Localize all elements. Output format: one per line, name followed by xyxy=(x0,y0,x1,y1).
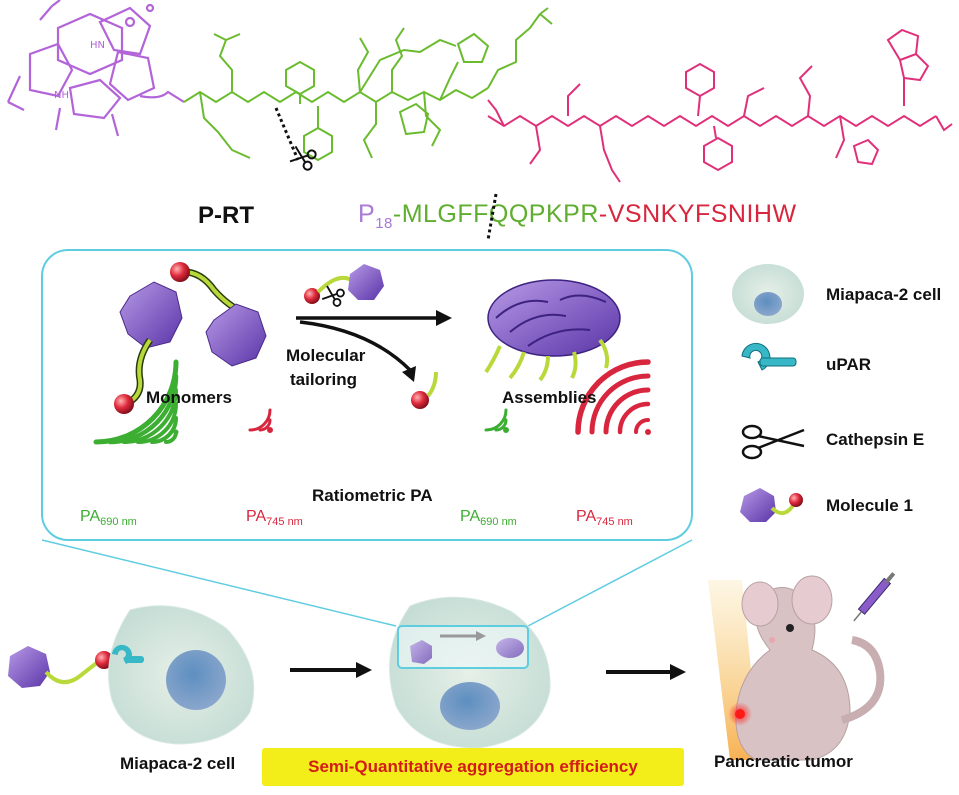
pa-745-left-text: PA xyxy=(246,508,267,525)
pa-745-right-text: PA xyxy=(576,508,597,525)
bottom-cell-left xyxy=(108,605,255,745)
pa-arcs xyxy=(93,359,651,445)
page-title: P-RT xyxy=(198,202,254,229)
zoom-line-right xyxy=(527,539,693,627)
legend-molecule-label: Molecule 1 xyxy=(826,496,913,515)
bottom-molecule xyxy=(8,646,113,688)
legend-upar-label: uPAR xyxy=(826,355,872,374)
bottom-arrow-2 xyxy=(606,664,686,680)
legend-molecule-icon xyxy=(740,488,803,522)
assemblies-cluster xyxy=(484,279,621,382)
pa-690-left-sub: 690 nm xyxy=(100,516,137,529)
pa-690-right: PA690 nm xyxy=(460,508,517,528)
sequence-green-part: -MLGFFQQPKPR xyxy=(392,200,599,228)
bottom-cell-middle xyxy=(389,596,551,749)
pa-745-left-sub: 745 nm xyxy=(266,516,303,529)
sequence-prefix: P xyxy=(358,200,376,228)
sequence-prefix-subscript: 18 xyxy=(375,215,393,232)
pa-745-right-sub: 745 nm xyxy=(596,516,633,529)
scissors-icon xyxy=(289,145,317,171)
assemblies-label: Assemblies xyxy=(502,388,597,407)
legend-upar-icon xyxy=(741,342,797,371)
porphyrin-core: HN NH xyxy=(7,0,185,137)
pa-690-left: PA690 nm xyxy=(80,508,137,528)
peptide-sequence: P18-MLGFFQQPKPR-VSNKYFSNIHW xyxy=(358,200,797,232)
monomer-molecules xyxy=(114,262,267,414)
svg-text:HN: HN xyxy=(90,40,105,51)
tailoring-arrows xyxy=(296,264,452,409)
pa-690-left-text: PA xyxy=(80,508,101,525)
tailoring-label: tailoring xyxy=(290,370,358,389)
bottom-arrow-1 xyxy=(290,662,372,678)
legend-cell-label: Miapaca-2 cell xyxy=(826,285,942,304)
sequence-cleavage-line xyxy=(486,193,498,241)
pink-peptide-chain xyxy=(487,28,953,183)
sequence-red-part: -VSNKYFSNIHW xyxy=(598,200,797,228)
zoom-line-left xyxy=(41,539,397,627)
monomers-label: Monomers xyxy=(146,388,232,407)
pa-745-right: PA745 nm xyxy=(576,508,633,528)
green-peptide-chain xyxy=(183,7,553,162)
bottom-cell-label: Miapaca-2 cell xyxy=(120,754,236,773)
legend-cathepsin-label: Cathepsin E xyxy=(826,430,925,449)
chemical-structure: HN NH xyxy=(7,0,953,183)
aggregation-efficiency-label: Semi-Quantitative aggregation efficiency xyxy=(262,748,684,786)
ratiometric-pa-label: Ratiometric PA xyxy=(312,486,433,505)
pa-745-left: PA745 nm xyxy=(246,508,303,528)
legend-cell-icon xyxy=(732,264,804,324)
pa-690-right-sub: 690 nm xyxy=(480,516,517,529)
pa-690-right-text: PA xyxy=(460,508,481,525)
syringe-icon xyxy=(853,572,896,622)
pancreatic-tumor-label: Pancreatic tumor xyxy=(714,752,853,771)
svg-text:NH: NH xyxy=(54,90,69,101)
mouse-illustration xyxy=(708,572,896,761)
legend-scissors-icon xyxy=(741,424,805,460)
molecular-label: Molecular xyxy=(286,346,366,365)
